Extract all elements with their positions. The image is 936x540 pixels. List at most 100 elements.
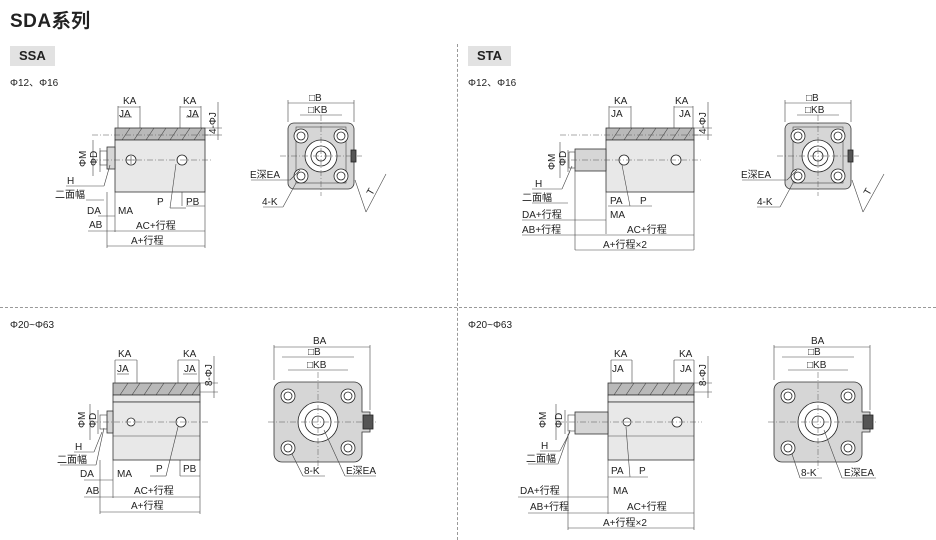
- ma-label: MA: [613, 486, 628, 497]
- ac-stroke-label: AC+行程: [627, 500, 667, 513]
- ssa-small-front-view: □B □KB E深EA 4-K T: [250, 93, 387, 213]
- ka-label: KA: [183, 349, 197, 360]
- phi-m-label: ΦM: [538, 412, 549, 428]
- ab-label: AB: [86, 486, 100, 497]
- kb-label: □KB: [805, 105, 825, 116]
- p-label: P: [157, 197, 164, 208]
- eight-phi-j-label: 8-ΦJ: [698, 364, 709, 386]
- sta-small-side-view: KA KA JA JA 4-ΦJ ΦM ΦD H 二面幅 DA+行程 AB+行程…: [522, 96, 712, 251]
- t-label: T: [862, 187, 875, 198]
- a-stroke-label: A+行程: [131, 499, 164, 512]
- sta-tag: STA: [468, 46, 512, 66]
- ka-label: KA: [614, 96, 628, 107]
- page-title: SDA系列: [10, 11, 91, 32]
- h-label: H: [75, 442, 82, 453]
- ac-stroke-label: AC+行程: [627, 223, 667, 236]
- b-label: □B: [308, 347, 321, 358]
- pb-label: PB: [186, 197, 200, 208]
- ja-label: JA: [187, 109, 199, 120]
- pa-label: PA: [610, 196, 623, 207]
- ka-label: KA: [614, 349, 628, 360]
- b-label: □B: [806, 93, 819, 104]
- ssa-large-side-view: KA KA JA JA 8-ΦJ ΦM ΦD H 二面幅 DA MA AB P …: [57, 349, 218, 514]
- p-label: P: [640, 196, 647, 207]
- da-stroke-label: DA+行程: [522, 208, 562, 221]
- ma-label: MA: [117, 469, 132, 480]
- h-label: H: [67, 176, 74, 187]
- phi-d-label: ΦD: [89, 151, 100, 166]
- ja-label: JA: [679, 109, 691, 120]
- ab-stroke-label: AB+行程: [522, 223, 561, 236]
- ma-label: MA: [610, 210, 625, 221]
- ba-label: BA: [811, 336, 825, 347]
- ja-label: JA: [680, 364, 692, 375]
- e-depth-label: E深EA: [250, 169, 280, 181]
- ja-label: JA: [184, 364, 196, 375]
- ja-label: JA: [117, 364, 129, 375]
- sta-large-side-view: KA KA JA JA 8-ΦJ ΦM ΦD H 二面幅 DA+行程 AB+行程…: [518, 349, 712, 530]
- ka-label: KA: [123, 96, 137, 107]
- width-label: 二面幅: [522, 191, 552, 204]
- phi-d-label: ΦD: [558, 151, 569, 166]
- kb-label: □KB: [308, 105, 328, 116]
- ac-stroke-label: AC+行程: [134, 484, 174, 497]
- eight-phi-j-label: 8-ΦJ: [204, 364, 215, 386]
- width-label: 二面幅: [55, 188, 85, 201]
- da-label: DA: [87, 206, 101, 217]
- da-stroke-label: DA+行程: [520, 484, 560, 497]
- ac-stroke-label: AC+行程: [136, 219, 176, 232]
- ka-label: KA: [183, 96, 197, 107]
- four-k-label: 4-K: [757, 197, 773, 208]
- t-label: T: [365, 187, 378, 198]
- a-stroke-label: A+行程: [131, 234, 164, 247]
- p-label: P: [639, 466, 646, 477]
- sta-large-front-view: BA □B □KB 8-K E深EA: [768, 336, 878, 479]
- ja-label: JA: [611, 109, 623, 120]
- phi-d-label: ΦD: [554, 413, 565, 428]
- eight-k-label: 8-K: [304, 466, 320, 477]
- ba-label: BA: [313, 336, 327, 347]
- b-label: □B: [808, 347, 821, 358]
- e-depth-label: E深EA: [741, 169, 771, 181]
- sta-small-bore-label: Φ12、Φ16: [468, 78, 517, 89]
- phi-m-label: ΦM: [78, 151, 89, 167]
- ssa-large-front-view: BA □B □KB 8-K E深EA: [268, 336, 378, 477]
- pa-label: PA: [611, 466, 624, 477]
- e-depth-label: E深EA: [844, 467, 874, 479]
- ssa-small-bore-label: Φ12、Φ16: [10, 78, 59, 89]
- width-label: 二面幅: [526, 452, 556, 465]
- four-phi-j-label: 4-ΦJ: [208, 112, 219, 134]
- ja-label: JA: [612, 364, 624, 375]
- a-stroke-x2-label: A+行程×2: [603, 238, 647, 251]
- ab-stroke-label: AB+行程: [530, 500, 569, 513]
- ssa-small-side-view: KA KA JA JA 4-ΦJ ΦM ΦD H 二面幅 DA MA AB P …: [55, 96, 222, 248]
- ssa-large-bore-label: Φ20~Φ63: [10, 320, 55, 331]
- ka-label: KA: [679, 349, 693, 360]
- p-label: P: [156, 464, 163, 475]
- ka-label: KA: [118, 349, 132, 360]
- sta-large-bore-label: Φ20~Φ63: [468, 320, 513, 331]
- b-label: □B: [309, 93, 322, 104]
- sta-small-front-view: □B □KB E深EA 4-K T: [741, 93, 885, 213]
- ssa-tag: SSA: [10, 46, 55, 66]
- da-label: DA: [80, 469, 94, 480]
- ka-label: KA: [675, 96, 689, 107]
- four-phi-j-label: 4-ΦJ: [698, 112, 709, 134]
- horizontal-divider: [0, 307, 936, 308]
- phi-d-label: ΦD: [88, 413, 99, 428]
- four-k-label: 4-K: [262, 197, 278, 208]
- ma-label: MA: [118, 206, 133, 217]
- a-stroke-x2-label: A+行程×2: [603, 516, 647, 529]
- phi-m-label: ΦM: [77, 412, 88, 428]
- h-label: H: [541, 441, 548, 452]
- e-depth-label: E深EA: [346, 465, 376, 477]
- ab-label: AB: [89, 220, 103, 231]
- eight-k-label: 8-K: [801, 468, 817, 479]
- width-label: 二面幅: [57, 453, 87, 466]
- kb-label: □KB: [807, 360, 827, 371]
- phi-m-label: ΦM: [547, 154, 558, 170]
- vertical-divider: [457, 44, 458, 540]
- kb-label: □KB: [307, 360, 327, 371]
- pb-label: PB: [183, 464, 197, 475]
